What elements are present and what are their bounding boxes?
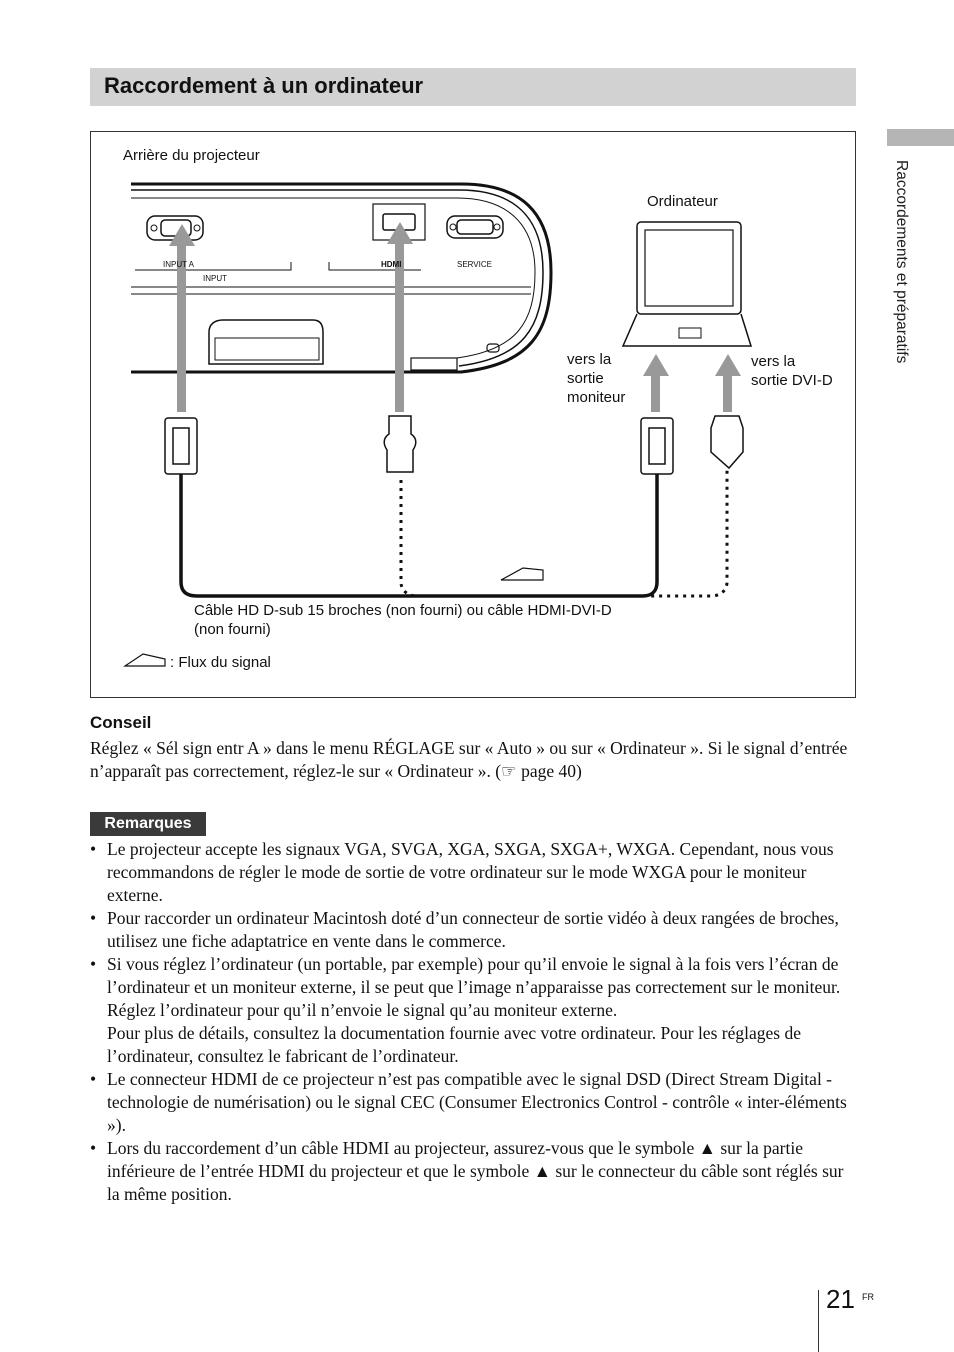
legend-label: : Flux du signal bbox=[170, 654, 271, 671]
section-header: Raccordement à un ordinateur bbox=[90, 68, 856, 106]
notes-badge: Remarques bbox=[90, 812, 206, 836]
cables bbox=[179, 470, 729, 598]
projector-rear-illustration bbox=[131, 182, 553, 374]
page-divider bbox=[818, 1290, 819, 1352]
page-number: 21 bbox=[826, 1284, 855, 1314]
input-a-label: INPUT A bbox=[163, 260, 194, 269]
signal-arrows bbox=[169, 222, 741, 412]
input-label: INPUT bbox=[203, 274, 227, 283]
service-label: SERVICE bbox=[457, 260, 492, 269]
diagram-drawing bbox=[123, 182, 753, 667]
cable-plugs bbox=[164, 415, 744, 475]
monitor-out-label: vers la sortie moniteur bbox=[567, 351, 626, 406]
list-item: •Lors du raccordement d’un câble HDMI au… bbox=[90, 1138, 844, 1204]
list-item: •Si vous réglez l’ordinateur (un portabl… bbox=[90, 954, 841, 1066]
hdmi-label: HDMI bbox=[381, 260, 402, 269]
chapter-label: Raccordements et préparatifs bbox=[893, 160, 910, 364]
list-item: •Pour raccorder un ordinateur Macintosh … bbox=[90, 908, 839, 951]
section-title: Raccordement à un ordinateur bbox=[104, 73, 424, 98]
laptop-illustration bbox=[621, 221, 753, 347]
rear-label: Arrière du projecteur bbox=[123, 147, 260, 164]
notes-list: •Le projecteur accepte les signaux VGA, … bbox=[90, 838, 858, 1206]
chapter-tab bbox=[887, 129, 954, 146]
tip-text: Réglez « Sél sign entr A » dans le menu … bbox=[90, 738, 848, 781]
legend-arrow-icon bbox=[123, 653, 166, 667]
cable-label: Câble HD D-sub 15 broches (non fourni) o… bbox=[194, 602, 612, 638]
list-item: •Le connecteur HDMI de ce projecteur n’e… bbox=[90, 1069, 847, 1135]
connection-diagram: Arrière du projecteur Ordinateur INPUT A… bbox=[90, 131, 856, 698]
tip-title: Conseil bbox=[90, 713, 152, 732]
page-language: FR bbox=[862, 1292, 874, 1302]
computer-label: Ordinateur bbox=[647, 193, 718, 210]
dvi-out-label: vers la sortie DVI-D bbox=[751, 353, 833, 389]
list-item: •Le projecteur accepte les signaux VGA, … bbox=[90, 839, 834, 905]
